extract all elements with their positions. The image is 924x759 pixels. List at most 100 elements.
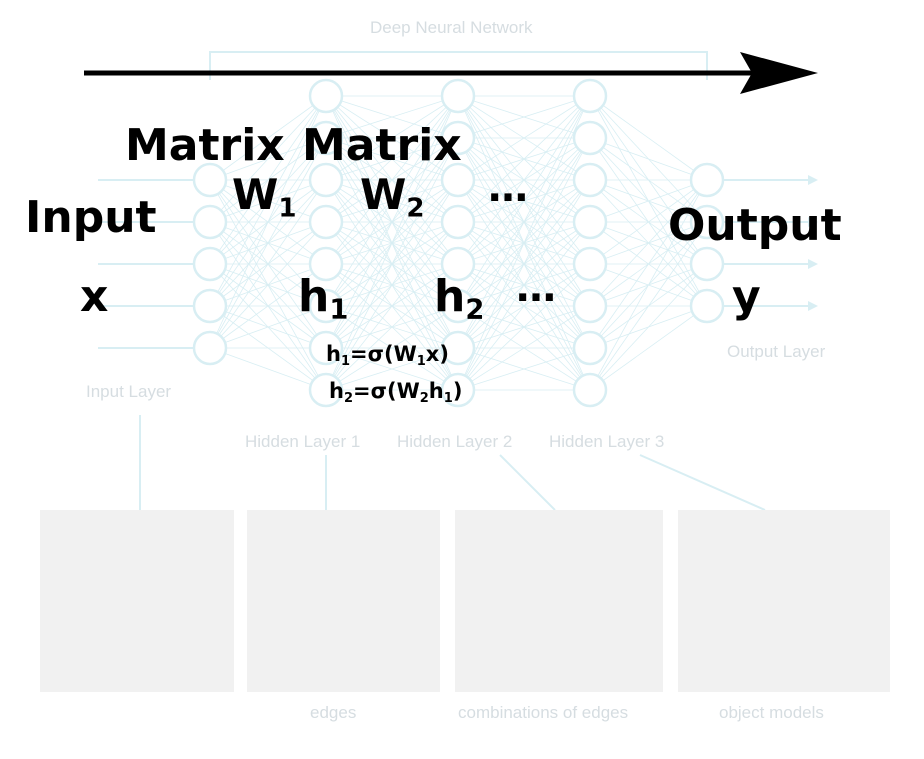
connection-line bbox=[209, 221, 327, 349]
connection-line bbox=[209, 179, 327, 349]
connection-line bbox=[209, 95, 327, 349]
output-arrowhead bbox=[808, 175, 818, 185]
connection-line bbox=[457, 221, 591, 391]
connection-line bbox=[325, 95, 459, 139]
connection-line bbox=[209, 263, 327, 349]
feature-pointer-line bbox=[639, 454, 766, 511]
neuron-node bbox=[440, 246, 476, 282]
neuron-node bbox=[440, 120, 476, 156]
network-title: Deep Neural Network bbox=[370, 18, 533, 37]
connection-line bbox=[325, 221, 459, 391]
neuron-node bbox=[440, 204, 476, 240]
matrix-2-symbol: W2 bbox=[360, 170, 425, 224]
connection-line bbox=[589, 95, 708, 181]
connection-line bbox=[209, 137, 327, 349]
combinations-caption: combinations of edges bbox=[458, 703, 629, 722]
connection-line bbox=[325, 95, 459, 349]
neuron-node bbox=[440, 78, 476, 114]
connection-line bbox=[209, 305, 327, 349]
connection-line bbox=[457, 95, 591, 223]
equation-h1: h1=σ(W1x) bbox=[326, 342, 449, 369]
feature-pointer-line bbox=[499, 454, 556, 511]
neuron-node bbox=[440, 162, 476, 198]
neuron-node bbox=[308, 288, 344, 324]
connection-line bbox=[589, 137, 708, 181]
connection-line bbox=[457, 347, 591, 391]
connection-line bbox=[589, 179, 708, 307]
neuron-node bbox=[308, 78, 344, 114]
hidden-layer-3-label: Hidden Layer 3 bbox=[549, 432, 665, 451]
edges-feature-grid bbox=[247, 510, 440, 692]
connection-line bbox=[325, 137, 459, 391]
connection-line bbox=[209, 347, 327, 391]
output-arrowhead bbox=[808, 217, 818, 227]
neuron-node bbox=[192, 330, 228, 366]
neuron-node bbox=[689, 162, 725, 198]
object-models-feature-grid bbox=[678, 510, 890, 692]
connection-line bbox=[325, 95, 459, 391]
hidden-1-variable: h1 bbox=[298, 271, 349, 326]
neuron-node bbox=[440, 372, 476, 408]
object-models-caption: object models bbox=[719, 703, 824, 722]
input-layer-label: Input Layer bbox=[86, 382, 172, 401]
connection-line bbox=[209, 95, 327, 307]
neuron-node bbox=[572, 204, 608, 240]
neuron-node bbox=[192, 246, 228, 282]
neuron-node bbox=[308, 372, 344, 408]
matrix-1-symbol: W1 bbox=[232, 170, 297, 224]
connection-line bbox=[325, 95, 459, 223]
neuron-node bbox=[308, 120, 344, 156]
matrix-ellipsis: … bbox=[488, 165, 528, 211]
output-arrowhead bbox=[808, 259, 818, 269]
hidden-ellipsis: … bbox=[516, 265, 556, 311]
connection-line bbox=[457, 95, 591, 181]
connection-line bbox=[457, 95, 591, 265]
connection-line bbox=[325, 95, 459, 265]
neuron-node bbox=[440, 330, 476, 366]
connection-line bbox=[457, 263, 591, 391]
flow-arrow bbox=[84, 52, 818, 94]
matrix-1-word: Matrix bbox=[125, 120, 285, 171]
connection-line bbox=[589, 179, 708, 349]
connection-line bbox=[457, 95, 591, 391]
network-bracket bbox=[209, 51, 708, 80]
equation-h2: h2=σ(W2h1) bbox=[329, 379, 463, 406]
neuron-node bbox=[689, 288, 725, 324]
input-variable: x bbox=[80, 271, 109, 322]
neuron-node bbox=[192, 288, 228, 324]
neuron-node bbox=[572, 288, 608, 324]
matrix-2-word: Matrix bbox=[302, 120, 462, 171]
edges-caption: edges bbox=[310, 703, 357, 722]
hidden-layer-2-label: Hidden Layer 2 bbox=[397, 432, 513, 451]
output-label: Output bbox=[668, 200, 842, 251]
hidden-2-variable: h2 bbox=[434, 271, 485, 326]
neuron-node bbox=[192, 204, 228, 240]
neuron-node bbox=[689, 204, 725, 240]
connection-line bbox=[325, 263, 459, 391]
connection-line bbox=[325, 179, 459, 391]
connection-line bbox=[325, 305, 459, 391]
output-variable: y bbox=[732, 271, 761, 322]
hidden-layer-1-label: Hidden Layer 1 bbox=[245, 432, 361, 451]
neuron-node bbox=[440, 288, 476, 324]
neuron-node bbox=[572, 330, 608, 366]
connection-line bbox=[209, 95, 327, 223]
input-face-image bbox=[40, 510, 234, 692]
neuron-node bbox=[308, 204, 344, 240]
connection-line bbox=[325, 347, 459, 391]
connection-line bbox=[457, 95, 591, 307]
output-arrowhead bbox=[808, 301, 818, 311]
connection-line bbox=[457, 305, 591, 391]
connection-line bbox=[589, 179, 708, 223]
connection-line bbox=[457, 95, 591, 139]
neuron-node bbox=[572, 372, 608, 408]
output-layer-label: Output Layer bbox=[727, 342, 826, 361]
connection-line bbox=[589, 179, 708, 265]
edge-combinations-feature-grid bbox=[455, 510, 663, 692]
connection-line bbox=[457, 179, 591, 391]
neuron-node bbox=[308, 246, 344, 282]
connection-line bbox=[209, 95, 327, 181]
neuron-node bbox=[572, 246, 608, 282]
connection-line bbox=[457, 137, 591, 391]
